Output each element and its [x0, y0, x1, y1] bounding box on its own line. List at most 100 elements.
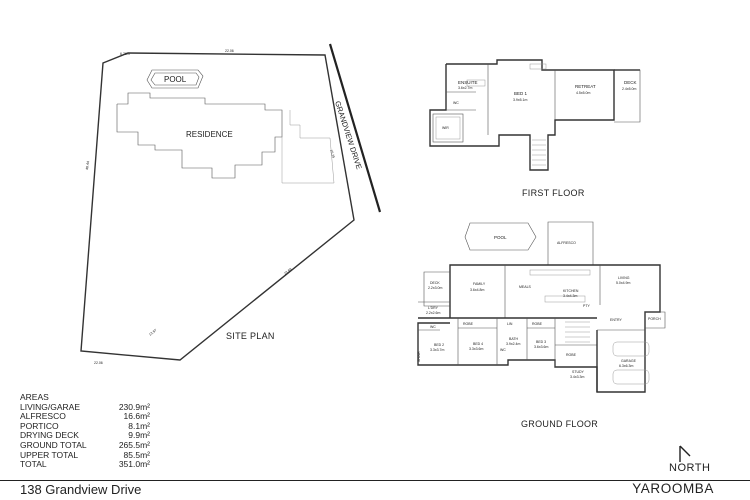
gf-bed2-dim: 3.3x3.7m [430, 348, 444, 352]
gf-wc2: WC [500, 348, 506, 352]
gf-bed4-dim: 3.3x3.6m [469, 347, 483, 351]
area-value: 230.9m² [118, 401, 150, 412]
property-address: 138 Grandview Drive [20, 482, 142, 497]
north-label: NORTH [669, 462, 711, 474]
gf-kitchen-dim: 3.4x4.3m [563, 294, 577, 298]
residence-annex [281, 110, 335, 184]
gf-robe-3: ROBE [566, 353, 577, 357]
ff-retreat: RETREAT [575, 84, 596, 89]
ff-wir-label: WIR [442, 126, 449, 130]
areas-table: AREAS LIVING/GARAE 230.9m² ALFRESCO 16.6m²… [20, 392, 150, 470]
residence-outline [116, 92, 283, 179]
area-label: PORTICO [20, 420, 59, 431]
ff-stairs [532, 139, 546, 166]
site-pool-inner [150, 72, 200, 86]
area-value: 16.6m² [123, 411, 150, 422]
residence-label: RESIDENCE [186, 130, 233, 139]
gf-car-2 [612, 369, 650, 385]
ff-door-window [529, 63, 547, 70]
gf-garage: GARAGE [621, 359, 637, 363]
gf-bath-dim: 3.9x2.4m [506, 342, 520, 346]
gf-deck-label: DECK [430, 281, 440, 285]
footer-rule [0, 480, 750, 481]
ff-deck-dim: 2.4x5.0m [622, 87, 636, 91]
site-boundary [80, 52, 355, 361]
ground-floor-plan: POOL ALFRESCO [417, 221, 666, 429]
gf-kitchen-island [544, 295, 586, 303]
gf-linen: LIN [507, 322, 513, 326]
gf-car-1 [612, 341, 650, 357]
site-pool [146, 69, 204, 89]
gf-alfresco-label: ALFRESCO [557, 241, 576, 245]
gf-stairs [565, 321, 590, 343]
areas-title: AREAS [20, 392, 49, 402]
gf-robe-1: ROBE [463, 322, 474, 326]
gf-garage-dim: 6.3x6.3m [619, 364, 633, 368]
street-name: GRANDVIEW DRIVE [333, 100, 364, 171]
area-value: 351.0m² [118, 459, 150, 470]
gf-bed4: BED 4 [473, 342, 483, 346]
gf-pool-label: POOL [494, 235, 507, 240]
ff-deck [614, 69, 641, 123]
area-value: 85.5m² [123, 449, 150, 460]
gf-porch [645, 311, 666, 329]
area-label: DRYING DECK [20, 430, 79, 441]
area-label: LIVING/GARAE [20, 401, 80, 412]
street-line [328, 43, 382, 213]
dim-bottom-right: 13.97 [148, 328, 157, 337]
dim-bottom-left: 22.06 [94, 361, 103, 365]
dim-right-short: 15.25 [329, 149, 336, 159]
site-pool-label: POOL [164, 75, 187, 84]
gf-bed3-dim: 3.6x3.6m [534, 345, 548, 349]
area-label: ALFRESCO [20, 411, 66, 422]
gf-living: LIVING [618, 276, 630, 280]
areas-row: ALFRESCO 16.6m² [20, 412, 150, 422]
ff-wir [432, 113, 464, 143]
gf-ldry-dim: 2.2x2.6m [426, 311, 440, 315]
gf-robe-2: ROBE [532, 322, 543, 326]
gf-study: STUDY [572, 370, 585, 374]
gf-bed2: BED 2 [434, 343, 444, 347]
area-value: 9.9m² [128, 430, 150, 441]
dim-top: 22.06 [225, 49, 234, 53]
areas-row: PORTICO 8.1m² [20, 420, 150, 432]
gf-shower: SHWR [417, 351, 421, 362]
gf-deck [423, 271, 450, 307]
gf-family: FAMILY [473, 282, 486, 286]
gf-study-dim: 3.4x3.3m [570, 375, 584, 379]
first-floor-plan: ENSUITE 3.6x2.7m BED 1 3.9x5.1m RETREAT … [429, 59, 641, 198]
ff-ensuite-dim: 3.6x2.7m [458, 86, 472, 90]
gf-pty: PTY [583, 304, 590, 308]
gf-wc: WC [430, 325, 436, 329]
gf-kitchen: KITCHEN [563, 289, 579, 293]
gf-living-dim: 5.0x4.9m [616, 281, 630, 285]
gf-entry: ENTRY [610, 318, 622, 322]
ff-ensuite: ENSUITE [458, 80, 478, 85]
gf-porch-label: PORCH [648, 317, 661, 321]
area-value: 265.5m² [118, 439, 150, 450]
site-plan-title: SITE PLAN [226, 331, 275, 341]
ff-vanity [466, 79, 486, 87]
ff-bed1: BED 1 [514, 91, 528, 96]
ff-outline [429, 59, 615, 171]
gf-pool [464, 222, 537, 251]
suburb-name: YAROOMBA [632, 481, 714, 496]
ground-floor-title: GROUND FLOOR [521, 419, 598, 429]
gf-family-dim: 3.6x4.8m [470, 288, 484, 292]
gf-meals: MEALS [519, 285, 532, 289]
areas-row: DRYING DECK 9.9m² [20, 431, 150, 441]
dim-right: 23.69 [283, 267, 292, 276]
ff-wc: WC [453, 101, 459, 105]
ff-wir-inner [435, 116, 461, 140]
dim-top-short: 6.76m [120, 52, 130, 56]
gf-ldry: L'DRY [428, 306, 439, 310]
areas-row: LIVING/GARAE 230.9m² [20, 401, 150, 413]
area-value: 8.1m² [128, 420, 150, 431]
gf-bath: BATH [509, 337, 519, 341]
gf-alfresco [547, 221, 594, 265]
